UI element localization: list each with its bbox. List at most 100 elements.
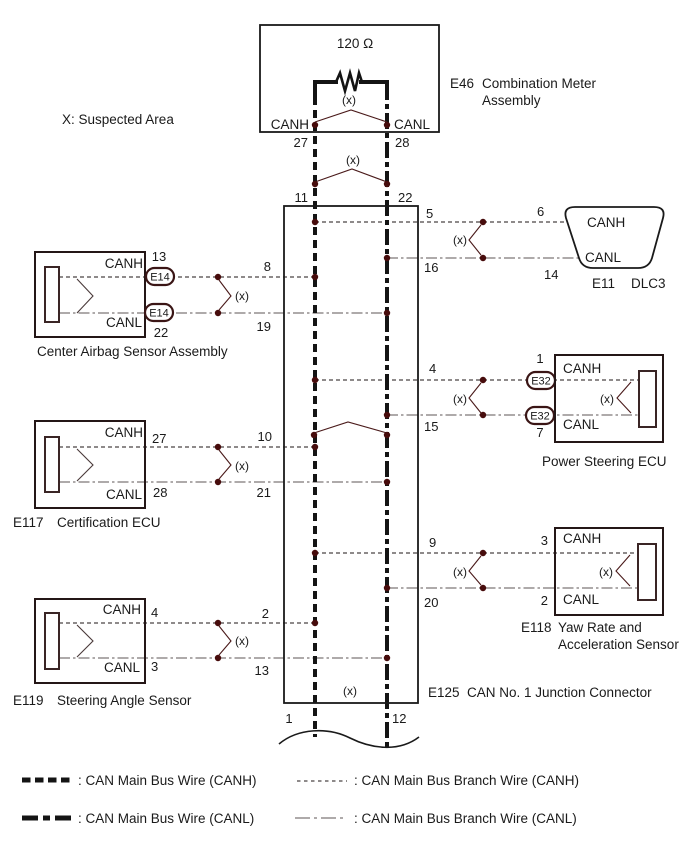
e32-connector-label: E32	[531, 376, 551, 388]
junction-dot	[479, 254, 487, 262]
suspect-pointer	[615, 554, 631, 587]
junction-pin-20: 20	[424, 595, 438, 610]
junction-dot	[311, 376, 319, 384]
junction-id: E125	[428, 685, 460, 700]
junction-pin-15: 15	[424, 419, 438, 434]
suspect-pointer	[314, 109, 388, 123]
yaw-pin-3: 3	[541, 533, 548, 548]
e46-pin-28: 28	[395, 135, 409, 150]
suspect-marker: (x)	[453, 233, 467, 247]
junction-dot	[310, 431, 318, 439]
junction-dot	[214, 309, 222, 317]
junction-pin-8: 8	[264, 259, 271, 274]
certification-id: E117	[13, 515, 44, 530]
power-steering-connector-pin	[638, 370, 657, 428]
e46-id: E46	[450, 76, 474, 91]
e14-connector-oval	[143, 302, 175, 323]
airbag-canh-label: CANH	[105, 256, 143, 271]
yaw-name-line1: Yaw Rate and	[558, 620, 642, 635]
junction-name: CAN No. 1 Junction Connector	[467, 685, 652, 700]
e119-steering-angle-sensor: CANH CANL 4 3 (x) E119 Steering Angle Se…	[13, 598, 249, 708]
junction-pin-11: 11	[295, 190, 309, 205]
legend-main-canl-label: : CAN Main Bus Wire (CANL)	[78, 811, 254, 826]
junction-dot	[383, 121, 391, 129]
branch-wires	[59, 221, 639, 659]
steering-angle-box	[34, 598, 146, 684]
junction-dot	[311, 619, 319, 627]
certification-connector-pin	[44, 436, 60, 493]
junction-dot	[479, 549, 487, 557]
suspect-marker: (x)	[346, 153, 360, 167]
junction-dot	[311, 121, 319, 129]
certification-canh-label: CANH	[105, 425, 143, 440]
junction-dot	[214, 478, 222, 486]
yaw-name-line2: Acceleration Sensor	[558, 637, 679, 652]
resistor-lead-left	[313, 80, 338, 98]
suspect-pointer	[218, 449, 232, 480]
junction-dot	[479, 218, 487, 226]
e46-pin-27: 27	[294, 135, 308, 150]
junction-dot	[383, 254, 391, 262]
e46-canl-label: CANL	[394, 117, 431, 132]
suspect-pointer	[468, 382, 482, 414]
e14-connector-label: E14	[149, 308, 169, 320]
e118-yaw-rate-sensor: (x) 3 2 CANH CANL (x) E118 Yaw Rate and …	[453, 527, 679, 652]
e14-connector-label: E14	[150, 272, 170, 284]
yaw-id: E118	[521, 620, 552, 635]
e125-junction-connector: (x) 1 12 E125 CAN No. 1 Junction Connect…	[255, 205, 652, 749]
twisted-pair-chevron	[76, 448, 94, 482]
steering-angle-id: E119	[13, 693, 44, 708]
yaw-canh-label: CANH	[563, 531, 601, 546]
legend-branch-canl-label: : CAN Main Bus Branch Wire (CANL)	[354, 811, 577, 826]
e32-connector-label: E32	[530, 411, 550, 423]
junction-pin-4: 4	[429, 361, 436, 376]
suspect-pointer	[218, 279, 232, 311]
legend-main-canh-label: : CAN Main Bus Wire (CANH)	[78, 773, 257, 788]
power-steering-box	[554, 354, 664, 443]
yaw-canl-label: CANL	[563, 592, 600, 607]
e117-certification-ecu: CANH CANL 27 28 (x) E117 Certification E…	[13, 420, 249, 530]
main-bus-suspect-segment: (x) 11 22	[295, 153, 413, 205]
suspect-marker: (x)	[453, 392, 467, 406]
dlc3-id: E11	[592, 276, 615, 291]
airbag-canl-label: CANL	[106, 315, 143, 330]
junction-dot	[479, 584, 487, 592]
certification-pin-28: 28	[153, 485, 167, 500]
power-steering-pin-1: 1	[536, 351, 543, 366]
bus-continuation-wave	[278, 729, 420, 749]
suspect-marker: (x)	[235, 289, 249, 303]
terminating-resistor-value: 120 Ω	[337, 36, 373, 51]
junction-dot	[311, 443, 319, 451]
steering-angle-pin-3: 3	[151, 659, 158, 674]
junction-dot	[383, 478, 391, 486]
suspect-pointer	[218, 625, 232, 656]
junction-dot	[383, 431, 391, 439]
steering-angle-name: Steering Angle Sensor	[57, 693, 192, 708]
dlc3-connector-shape	[564, 206, 665, 269]
junction-dot	[383, 180, 391, 188]
power-steering-name: Power Steering ECU	[542, 454, 667, 469]
junction-dot	[311, 273, 319, 281]
junction-pin-5: 5	[426, 206, 433, 221]
junction-dot	[214, 619, 222, 627]
power-steering-ecu: (x) E32 E32 1 7 CANH CANL (x) Power Stee…	[453, 351, 667, 469]
certification-name: Certification ECU	[57, 515, 161, 530]
junction-dot	[383, 411, 391, 419]
airbag-pin-22: 22	[154, 325, 168, 340]
power-steering-pin-7: 7	[536, 425, 543, 440]
junction-pin-10: 10	[258, 429, 272, 444]
legend-branch-canh-label: : CAN Main Bus Branch Wire (CANH)	[354, 773, 579, 788]
suspect-pointer	[616, 381, 632, 414]
junction-dot	[311, 180, 319, 188]
twisted-pair-chevron	[76, 278, 94, 314]
suspect-marker: (x)	[599, 565, 613, 579]
yaw-pin-2: 2	[541, 593, 548, 608]
legend: : CAN Main Bus Wire (CANH) : CAN Main Bu…	[22, 773, 579, 826]
suspect-marker: (x)	[342, 93, 356, 107]
power-steering-canh-label: CANH	[563, 361, 601, 376]
suspected-area-note: X: Suspected Area	[62, 112, 174, 127]
suspect-marker: (x)	[235, 634, 249, 648]
airbag-name: Center Airbag Sensor Assembly	[37, 344, 228, 359]
e46-box	[259, 24, 440, 133]
